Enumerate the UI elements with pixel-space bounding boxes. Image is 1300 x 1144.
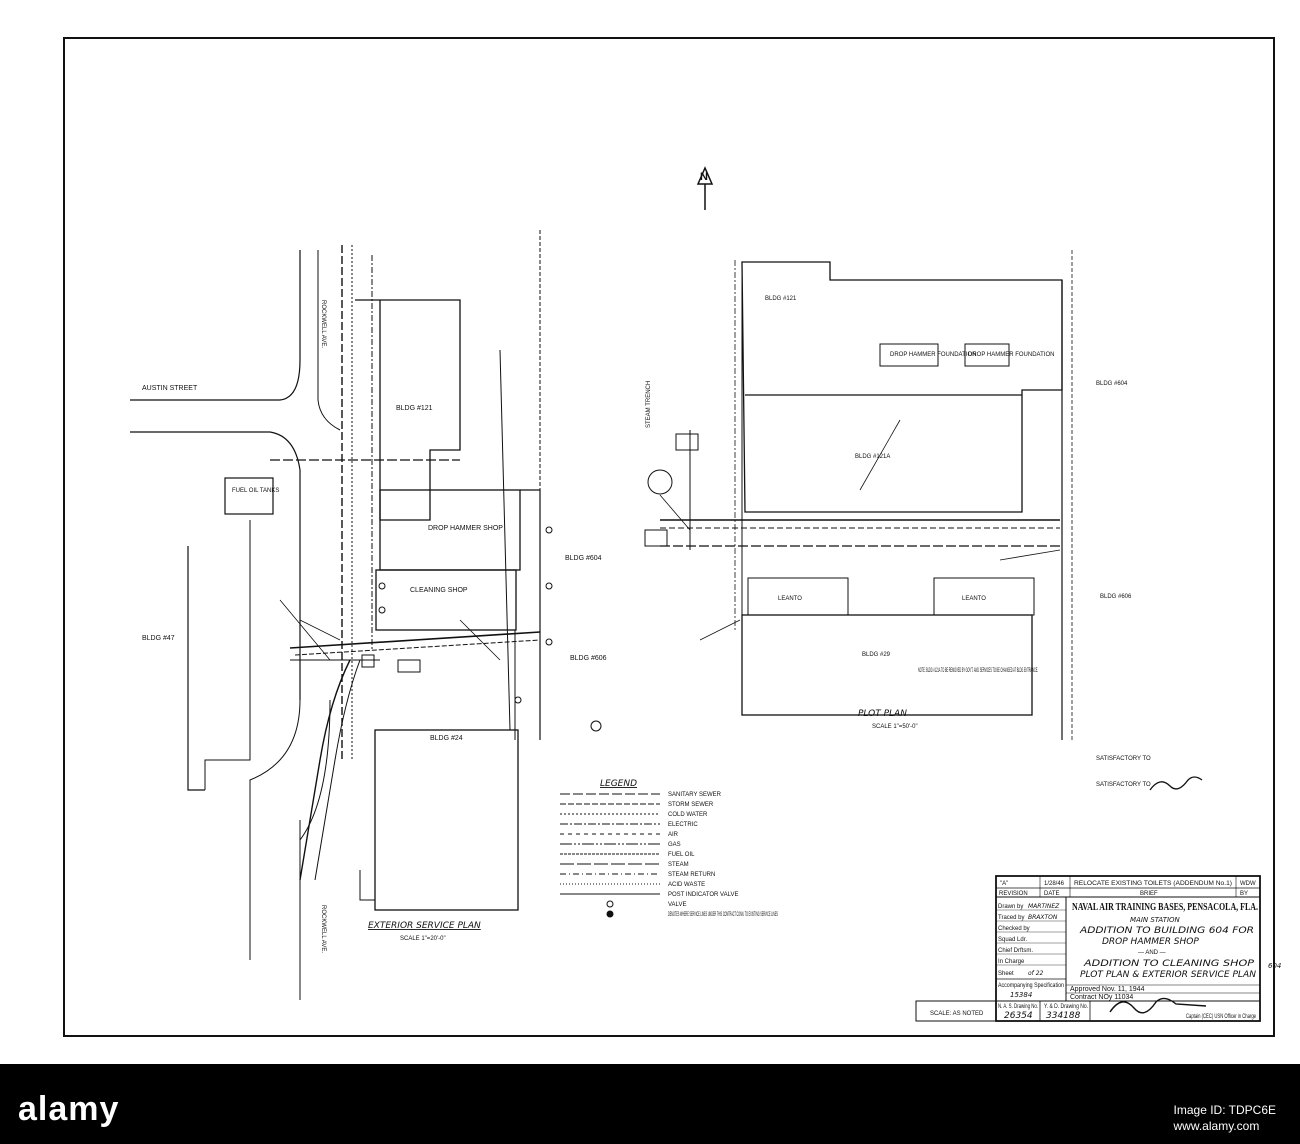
exterior-service-plan-title: EXTERIOR SERVICE PLAN (368, 921, 481, 931)
title-block (915, 875, 1261, 1022)
tb-sheet: of 22 (1028, 970, 1044, 977)
legend-item-12: DENOTES WHERE SERVICE LINES UNDER THIS C… (668, 912, 778, 918)
rev-date: 1/28/46 (1044, 881, 1065, 887)
tb-sheet-label: Sheet (998, 971, 1014, 977)
bldg-47-label: BLDG #47 (142, 635, 175, 642)
legend: LEGEND SANITARY SEWER STORM SEWER COLD WAT… (560, 779, 778, 918)
rev-desc: RELOCATE EXISTING TOILETS (ADDENDUM No.1… (1074, 881, 1232, 887)
legend-symbol-12 (606, 910, 614, 918)
legend-item-3: ELECTRIC (668, 822, 698, 828)
drop-hammer-foundation-label: DROP HAMMER FOUNDATION (890, 352, 976, 358)
rev-by: WDW (1240, 881, 1256, 887)
legend-item-8: STEAM RETURN (668, 872, 715, 878)
watermark-image-id: Image ID: TDPC6E (1173, 1103, 1276, 1117)
exterior-service-plan (130, 230, 602, 1000)
rev-mark: "A" (1000, 881, 1008, 887)
tb-contract: Contract NOy 11034 (1070, 994, 1133, 1001)
title-block-text: "A" 1/28/46 RELOCATE EXISTING TOILETS (A… (930, 881, 1281, 1021)
legend-item-5: GAS (668, 842, 681, 848)
tb-nas-label: N. A. S. Drawing No. (998, 1004, 1038, 1010)
pp-bldg-121-label: BLDG #121 (765, 296, 797, 302)
pp-bldg-121a-label: BLDG #121A (855, 454, 890, 460)
tb-title3: ADDITION TO CLEANING SHOP (1083, 959, 1255, 969)
cleaning-shop-label: CLEANING SHOP (410, 587, 468, 594)
legend-item-4: AIR (668, 832, 679, 838)
pp-bldg-604-label: BLDG #604 (1096, 381, 1128, 387)
tb-traced-by: BRAXTON (1028, 914, 1058, 921)
tb-title4: PLOT PLAN & EXTERIOR SERVICE PLAN (1080, 970, 1256, 980)
watermark-brand: alamy (18, 1090, 120, 1128)
bldg-604-label: BLDG #604 (565, 555, 602, 562)
tb-officer: Captain (CEC) USN Officer in Charge (1186, 1014, 1256, 1020)
legend-item-0: SANITARY SEWER (668, 792, 722, 798)
plot-plan-title: PLOT PLAN (858, 709, 907, 719)
tb-title1: ADDITION TO BUILDING 604 FOR (1079, 926, 1254, 936)
rockwell-ave-south-label: ROCKWELL AVE. (320, 905, 326, 953)
legend-item-11: VALVE (668, 902, 686, 908)
tb-spec: 15384 (1010, 991, 1032, 999)
tb-title2: DROP HAMMER SHOP (1102, 937, 1199, 947)
north-arrow-icon: N (696, 166, 714, 210)
tb-margin-mark: 604 (1268, 962, 1281, 970)
plot-plan-labels: BLDG #121 DROP HAMMER FOUNDATION DROP HA… (646, 296, 1203, 791)
legend-item-6: FUEL OIL (668, 852, 695, 858)
rev-col-date: DATE (1044, 891, 1060, 897)
satisfactory-to-1: SATISFACTORY TO (1096, 756, 1151, 762)
legend-item-2: COLD WATER (668, 812, 708, 818)
austin-street-label: AUSTIN STREET (142, 385, 198, 392)
rockwell-ave-north-label: ROCKWELL AVE. (320, 300, 326, 348)
tb-and: — AND — (1138, 950, 1166, 956)
tb-yd-label: Y. & D. Drawing No. (1044, 1004, 1088, 1010)
tb-drawn-by-label: Drawn by (998, 904, 1023, 910)
drop-hammer-foundation-2-label: DROP HAMMER FOUNDATION (968, 352, 1054, 358)
legend-item-7: STEAM (668, 862, 689, 868)
tb-org: NAVAL AIR TRAINING BASES, PENSACOLA, FLA… (1072, 902, 1258, 913)
tb-approved: Approved Nov. 11, 1944 (1070, 986, 1145, 993)
tb-yd-no: 334188 (1046, 1011, 1081, 1021)
tb-drawn-by: MARTINEZ (1028, 903, 1060, 910)
sheet-border (63, 37, 1275, 1037)
pp-bldg-29-label: BLDG #29 (862, 652, 891, 658)
exterior-service-plan-scale: SCALE 1"=20'-0" (400, 936, 446, 942)
bldg-121-label: BLDG #121 (396, 405, 433, 412)
tb-squad-ldr-label: Squad Ldr. (998, 937, 1027, 943)
watermark-bar (0, 1064, 1300, 1144)
bldg-24-label: BLDG #24 (430, 735, 463, 742)
fuel-oil-tanks-label: FUEL OIL TANKS (232, 488, 279, 494)
leanto-1-label: LEANTO (778, 596, 802, 602)
rev-col-by: BY (1240, 891, 1248, 897)
officer-signature (1109, 997, 1207, 1014)
tb-chief-draft-label: Chief Drftsm. (998, 948, 1033, 954)
exterior-plan-labels: AUSTIN STREET ROCKWELL AVE. ROCKWELL AVE… (142, 300, 607, 953)
watermark-id: Image ID: TDPC6E www.alamy.com (1174, 1102, 1276, 1134)
tb-checked-by-label: Checked by (998, 926, 1030, 932)
rev-col-revision: REVISION (999, 891, 1028, 897)
legend-symbol-11 (606, 900, 614, 908)
drop-hammer-shop-label: DROP HAMMER SHOP (428, 525, 503, 532)
tb-traced-by-label: Traced by (998, 915, 1024, 921)
legend-item-1: STORM SEWER (668, 802, 714, 808)
tb-scale-label: SCALE: AS NOTED (930, 1011, 984, 1017)
satisfactory-to-2: SATISFACTORY TO (1096, 782, 1151, 788)
leanto-2-label: LEANTO (962, 596, 986, 602)
plot-plan (644, 250, 1073, 740)
legend-item-9: ACID WASTE (668, 882, 705, 888)
note-121a: NOTE: BLDG #121A TO BE REMOVED BY GOV'T.… (918, 668, 1038, 674)
tb-nas-no: 26354 (1004, 1011, 1033, 1021)
tb-station: MAIN STATION (1130, 916, 1181, 924)
signature-satisfactory (1149, 776, 1203, 791)
steam-trench-label: STEAM TRENCH (646, 381, 652, 428)
pp-bldg-606-label: BLDG #606 (1100, 594, 1132, 600)
plot-plan-scale: SCALE 1"=50'-0" (872, 724, 918, 730)
watermark-site: www.alamy.com (1173, 1119, 1260, 1133)
north-label: N (700, 171, 708, 183)
legend-item-10: POST INDICATOR VALVE (668, 892, 738, 898)
tb-in-charge-label: In Charge (998, 959, 1025, 965)
tb-spec-label: Accompanying Specification (998, 983, 1064, 989)
rev-col-brief: BRIEF (1140, 891, 1158, 897)
bldg-606-label: BLDG #606 (570, 655, 607, 662)
engineering-drawing: N (63, 37, 1281, 1037)
legend-title: LEGEND (600, 779, 637, 789)
